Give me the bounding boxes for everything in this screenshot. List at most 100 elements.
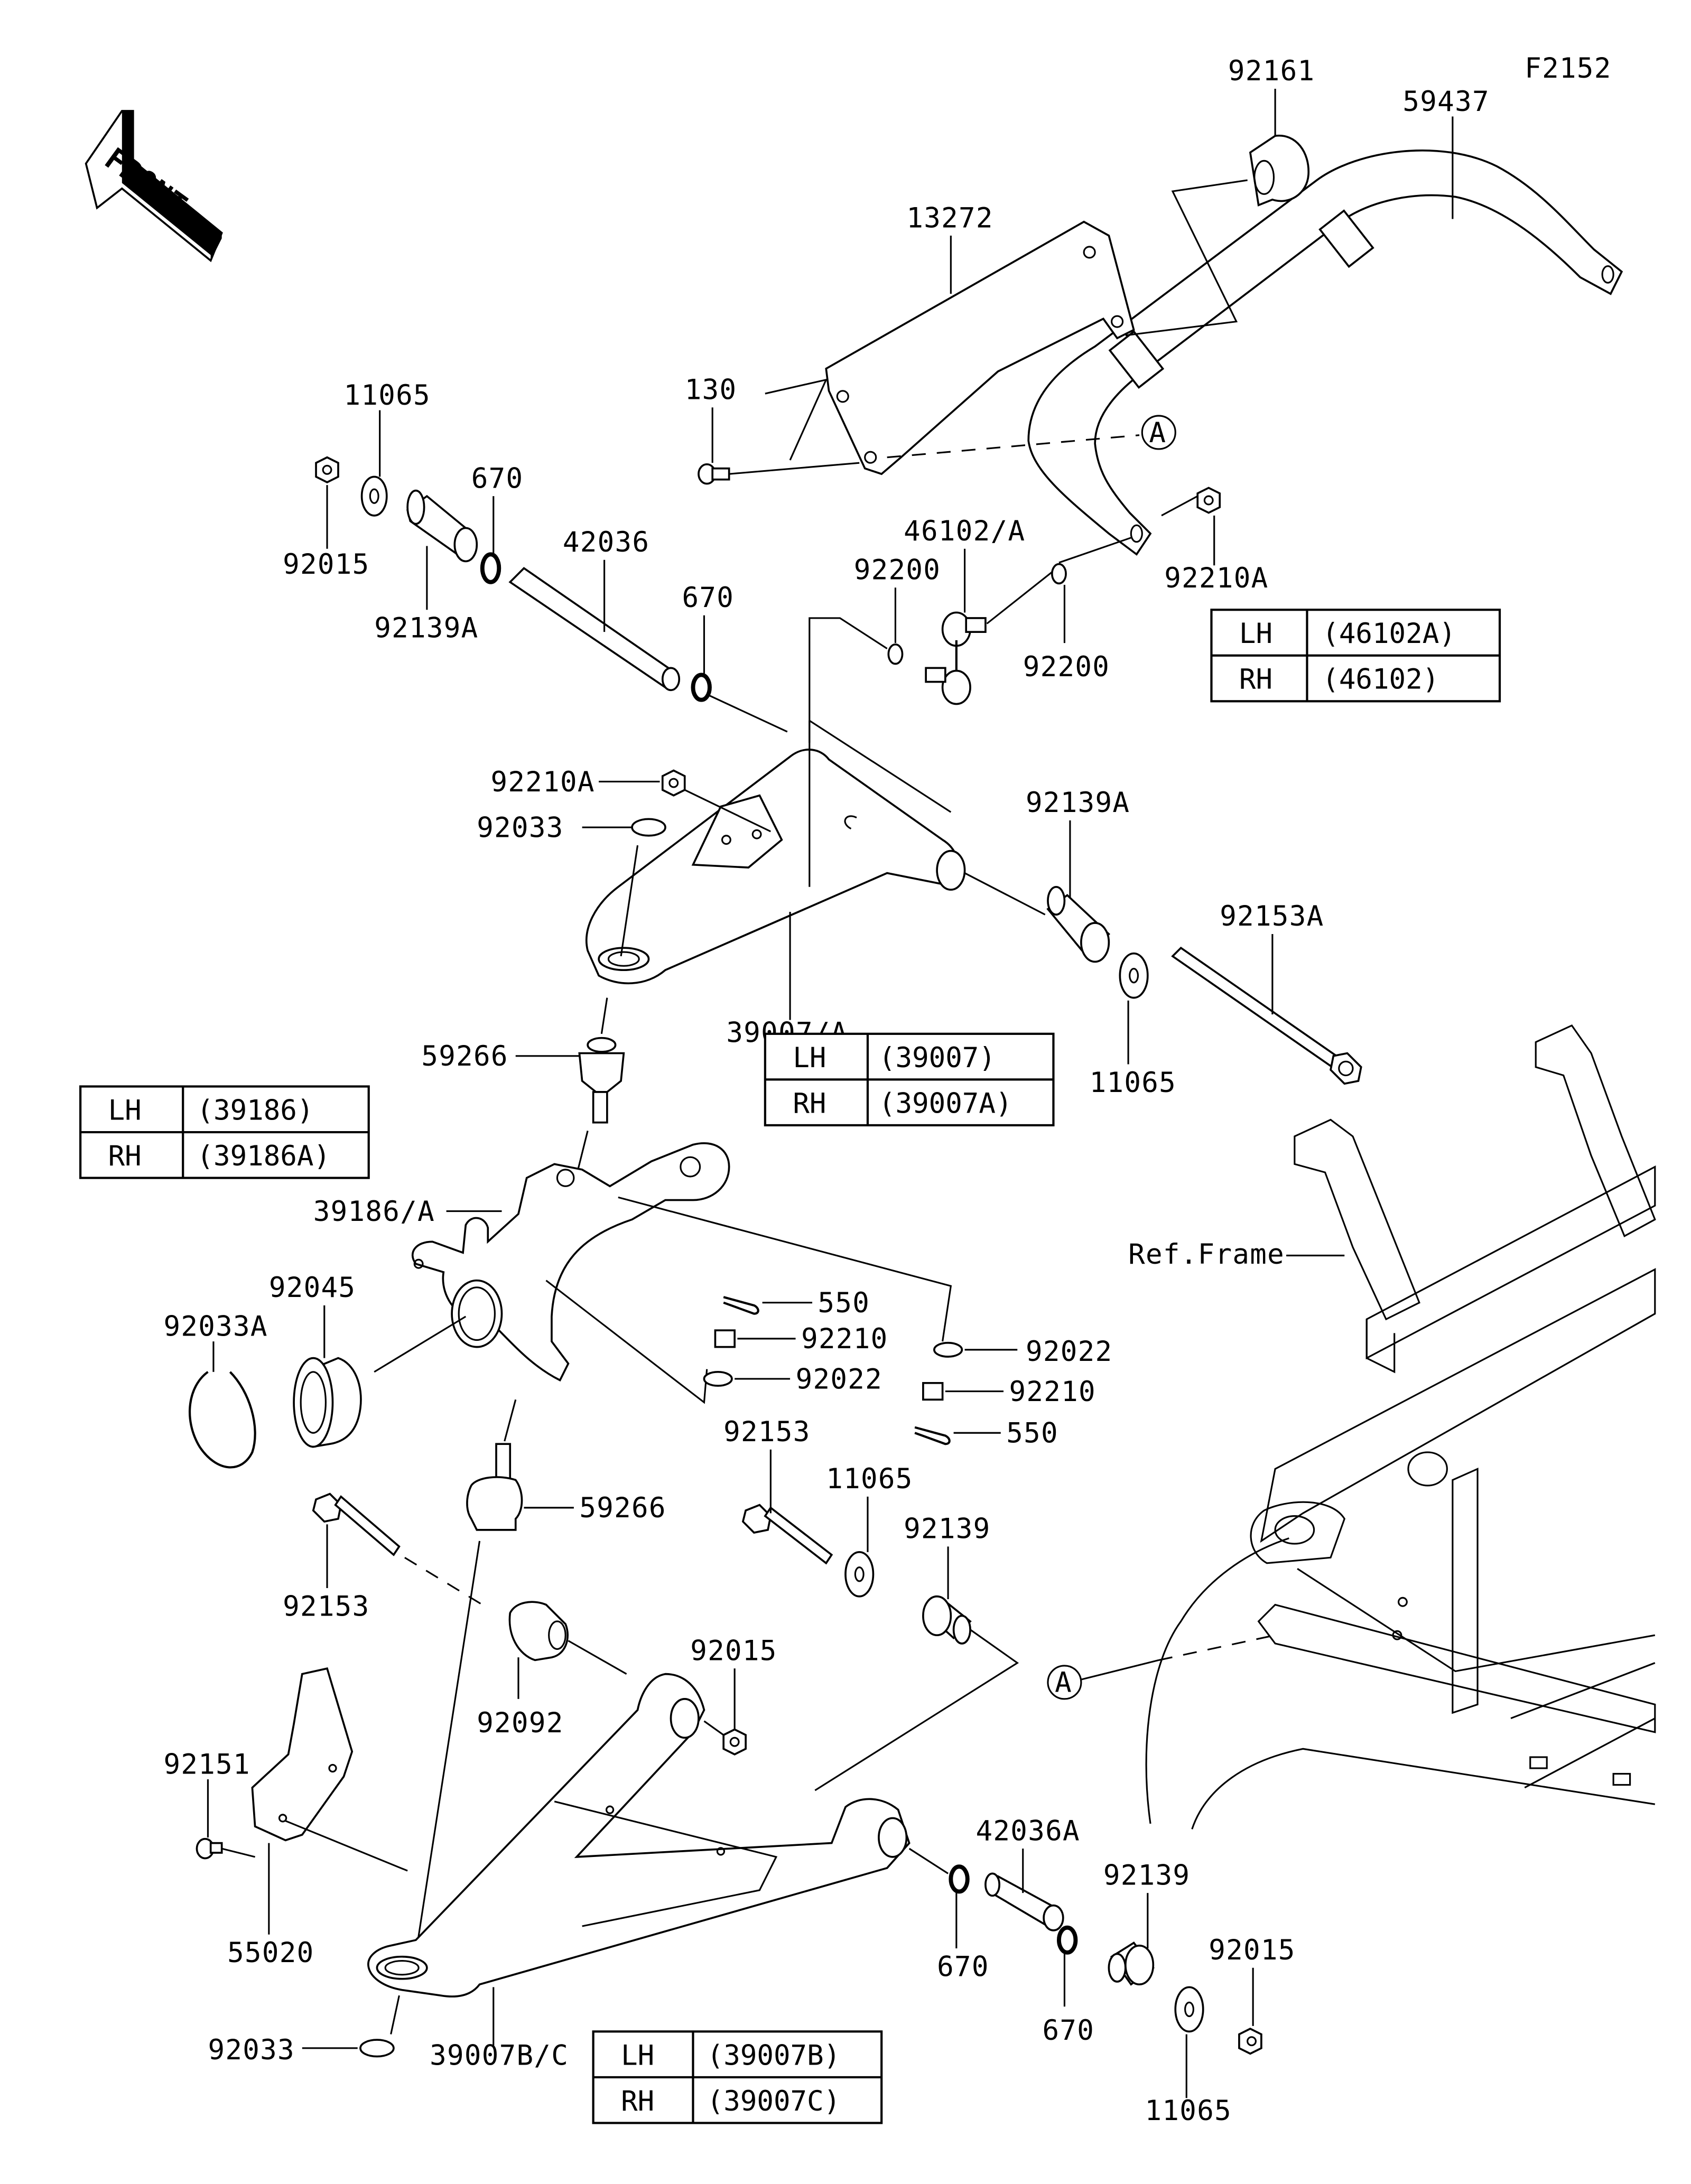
table-upper-arm-lh-part[interactable]: (39007) (879, 1042, 996, 1074)
castle-nut-92210-a[interactable] (714, 1329, 736, 1348)
label-92139A-top[interactable]: 92139A (374, 612, 478, 645)
label-92033-top[interactable]: 92033 (477, 811, 563, 844)
ball-joint-59266-low[interactable] (466, 1443, 523, 1531)
label-670-top-b[interactable]: 670 (682, 582, 734, 614)
bushing-92139A-mid[interactable] (1046, 885, 1111, 963)
label-11065-low[interactable]: 11065 (826, 1463, 913, 1495)
bolt-92153A[interactable] (1171, 946, 1362, 1085)
nut-92210A-mid[interactable] (661, 769, 686, 797)
table-knuckle-rh-part[interactable]: (39186A) (197, 1140, 330, 1172)
table-stabilizer-link-rh-part[interactable]: (46102) (1322, 664, 1439, 696)
washer-92200-b[interactable] (1051, 563, 1067, 585)
bolt-130[interactable] (698, 463, 730, 485)
cotter-pin-550-a[interactable] (723, 1296, 759, 1315)
label-92161[interactable]: 92161 (1228, 55, 1315, 87)
bracket-13272[interactable] (825, 220, 1135, 475)
label-13272[interactable]: 13272 (906, 202, 993, 234)
nut-92210A-top[interactable] (1196, 487, 1221, 514)
castle-nut-92210-b[interactable] (922, 1382, 944, 1401)
label-92210-b[interactable]: 92210 (1009, 1376, 1096, 1408)
label-670-low-a[interactable]: 670 (937, 1950, 989, 1983)
label-92200-a[interactable]: 92200 (854, 554, 941, 586)
label-670-top-a[interactable]: 670 (471, 462, 524, 494)
bolt-92153-mid[interactable] (741, 1504, 833, 1565)
label-92200-b[interactable]: 92200 (1023, 651, 1110, 683)
label-59437[interactable]: 59437 (1402, 86, 1489, 118)
label-42036[interactable]: 42036 (563, 526, 649, 558)
shaft-42036[interactable] (508, 567, 681, 692)
washer-11065-mid[interactable] (1119, 952, 1149, 999)
collar-42036A[interactable] (984, 1872, 1064, 1931)
nut-92015-top[interactable] (315, 456, 339, 483)
label-46102A[interactable]: 46102/A (904, 515, 1025, 547)
oring-670-top-a[interactable] (480, 552, 501, 584)
bolt-92153-left[interactable] (312, 1492, 401, 1556)
label-92153-mid[interactable]: 92153 (723, 1416, 810, 1448)
label-92033A[interactable]: 92033A (164, 1311, 268, 1343)
cotter-pin-550-b[interactable] (914, 1426, 951, 1445)
washer-11065-top[interactable] (360, 475, 388, 517)
upper-arm-39007A[interactable] (585, 749, 966, 985)
label-42036A[interactable]: 42036A (976, 1815, 1080, 1847)
bearing-92045[interactable] (293, 1357, 362, 1448)
label-550-a[interactable]: 550 (818, 1287, 870, 1319)
circlip-92033-top[interactable] (631, 818, 666, 837)
nut-92015-mid[interactable] (722, 1728, 747, 1756)
table-lower-arm-rh-part[interactable]: (39007C) (707, 2085, 841, 2117)
label-92022-b[interactable]: 92022 (1026, 1336, 1112, 1368)
label-92139A-mid[interactable]: 92139A (1026, 787, 1130, 819)
label-92153A[interactable]: 92153A (1220, 900, 1324, 932)
label-11065-bottom[interactable]: 11065 (1145, 2095, 1232, 2127)
label-92210A-mid[interactable]: 92210A (491, 766, 595, 798)
label-11065-top[interactable]: 11065 (343, 379, 430, 412)
bolt-92151[interactable] (196, 1837, 223, 1860)
knuckle-39186A[interactable] (411, 1142, 730, 1382)
washer-11065-bottom[interactable] (1174, 1986, 1204, 2033)
stabilizer-link-46102A[interactable] (925, 611, 987, 705)
label-92022-a[interactable]: 92022 (796, 1363, 882, 1395)
label-92015-mid[interactable]: 92015 (690, 1635, 777, 1667)
label-92092[interactable]: 92092 (477, 1707, 563, 1739)
label-92139-mid[interactable]: 92139 (904, 1513, 990, 1545)
bushing-92161[interactable] (1249, 134, 1309, 207)
label-39007BC[interactable]: 39007B/C (430, 2039, 569, 2071)
label-92151[interactable]: 92151 (164, 1748, 250, 1780)
label-92015-top[interactable]: 92015 (283, 548, 369, 581)
bushing-92139-mid[interactable] (922, 1595, 972, 1645)
washer-92200-a[interactable] (887, 643, 904, 665)
label-59266-low[interactable]: 59266 (579, 1492, 666, 1524)
label-59266-top[interactable]: 59266 (421, 1040, 508, 1072)
bushing-92139A-top[interactable] (406, 489, 478, 563)
circlip-92033-low[interactable] (359, 2039, 395, 2058)
guard-55020[interactable] (251, 1667, 354, 1842)
bushing-92092[interactable] (508, 1601, 569, 1662)
nut-92015-low[interactable] (1238, 2028, 1262, 2055)
table-upper-arm-rh-part[interactable]: (39007A) (879, 1087, 1012, 1119)
ball-joint-59266-top[interactable] (578, 1037, 625, 1124)
label-92210-a[interactable]: 92210 (801, 1323, 888, 1355)
washer-92022-a[interactable] (703, 1370, 733, 1387)
stabilizer-bar-59437[interactable] (1027, 149, 1623, 556)
label-92045[interactable]: 92045 (269, 1272, 356, 1304)
oring-670-top-b[interactable] (691, 673, 712, 702)
washer-92022-b[interactable] (933, 1341, 963, 1358)
circlip-92033A[interactable] (189, 1371, 256, 1469)
label-92210A-top[interactable]: 92210A (1164, 562, 1268, 594)
label-130[interactable]: 130 (685, 374, 737, 406)
washer-11065-low[interactable] (844, 1551, 875, 1598)
label-11065-mid[interactable]: 11065 (1090, 1067, 1176, 1099)
label-92153-left[interactable]: 92153 (283, 1590, 369, 1622)
oring-670-low-a[interactable] (949, 1864, 970, 1894)
label-670-low-b[interactable]: 670 (1042, 2014, 1094, 2047)
lower-arm-39007BC[interactable] (367, 1673, 910, 1998)
label-92015-low[interactable]: 92015 (1209, 1934, 1295, 1966)
label-92139-low[interactable]: 92139 (1103, 1859, 1190, 1891)
bushing-92139-low[interactable] (1108, 1942, 1155, 1986)
table-knuckle-lh-part[interactable]: (39186) (197, 1094, 313, 1126)
label-39186A[interactable]: 39186/A (313, 1196, 435, 1228)
oring-670-low-b[interactable] (1056, 1925, 1078, 1955)
label-92033-low[interactable]: 92033 (208, 2034, 294, 2066)
table-lower-arm-lh-part[interactable]: (39007B) (707, 2039, 841, 2071)
label-550-b[interactable]: 550 (1006, 1417, 1058, 1450)
table-stabilizer-link-lh-part[interactable]: (46102A) (1322, 618, 1456, 650)
